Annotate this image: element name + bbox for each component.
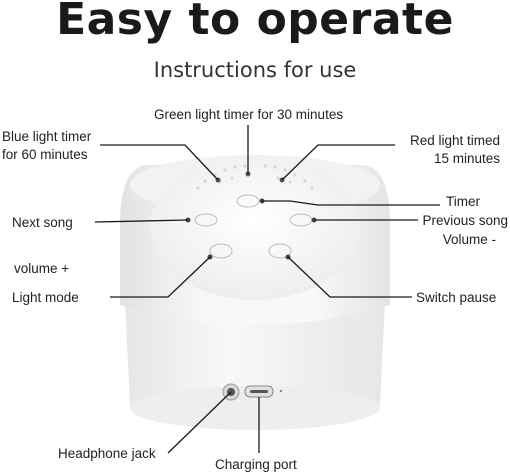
label-volume-plus: volume + [14, 261, 70, 276]
leader-lines [94, 125, 440, 454]
charging-port-icon[interactable] [244, 385, 283, 398]
page-subtitle: Instructions for use [153, 58, 357, 82]
leader-timer [262, 200, 440, 206]
label-next-song: Next song [12, 215, 73, 230]
leader-light-mode [110, 256, 211, 298]
leader-switch-pause [287, 256, 412, 298]
label-volume-minus: Volume - [442, 232, 496, 247]
device-bottom-edge [130, 386, 380, 430]
label-light-mode: Light mode [12, 290, 79, 305]
leader-red [281, 144, 395, 181]
leader-next-song [94, 219, 189, 223]
label-charging-port: Charging port [215, 457, 297, 472]
label-switch-pause: Switch pause [416, 290, 497, 305]
device-top-face [150, 156, 360, 300]
label-timer: Timer [446, 194, 480, 209]
label-blue-timer-line1: Blue light timer [2, 129, 92, 144]
label-red-timed-line2: 15 minutes [433, 151, 500, 166]
leader-blue [100, 144, 219, 181]
label-red-timed-line1: Red light timed [409, 133, 500, 148]
leader-headphone [167, 391, 232, 454]
page-title: Easy to operate [56, 0, 454, 45]
speaker-grille [196, 164, 314, 190]
label-previous-song: Previous song [422, 213, 508, 228]
label-blue-timer-line2: for 60 minutes [2, 147, 88, 162]
label-green-timer: Green light timer for 30 minutes [154, 107, 344, 122]
label-headphone-jack: Headphone jack [58, 446, 156, 461]
